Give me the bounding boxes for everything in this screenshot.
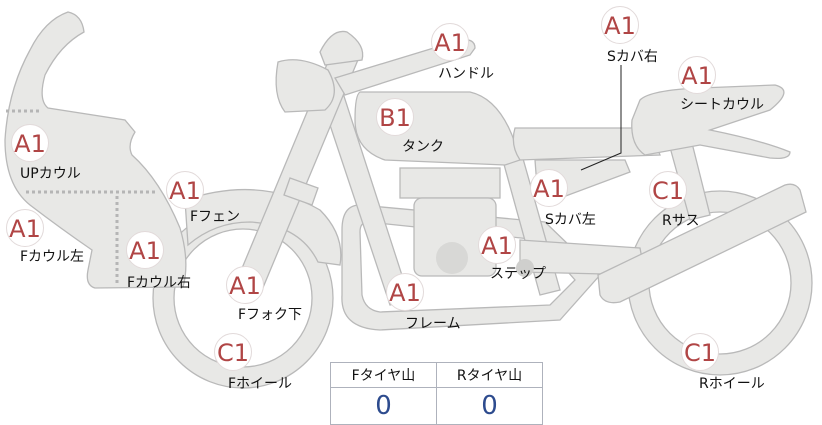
f-fender-grade-badge[interactable]: A1	[166, 171, 204, 209]
side-cover-right-grade-badge[interactable]: A1	[601, 6, 639, 44]
r-wheel-label: Rホイール	[699, 376, 765, 392]
r-suspension-label: Rサス	[662, 213, 700, 229]
side-cover-right-leader-line	[580, 65, 622, 171]
tank-label: タンク	[402, 139, 444, 155]
f-cowl-left-label: Fカウル左	[20, 249, 85, 265]
rear-tire-tread-header: Rタイヤ山	[436, 362, 543, 388]
side-cover-left-grade-badge[interactable]: A1	[530, 169, 568, 207]
rear-tire-tread-value[interactable]: 0	[436, 387, 543, 425]
side-cover-left-label: Sカバ左	[545, 212, 596, 228]
muffler-shape	[597, 183, 807, 304]
f-fork-lower-grade-badge[interactable]: A1	[226, 266, 264, 304]
f-cowl-left-grade-badge[interactable]: A1	[6, 209, 44, 247]
headlight-shape	[275, 59, 335, 113]
up-cowl-label: UPカウル	[20, 166, 81, 182]
frame-grade-badge[interactable]: A1	[386, 273, 424, 311]
f-cowl-right-grade-badge[interactable]: A1	[126, 231, 164, 269]
handle-grade-badge[interactable]: A1	[431, 23, 469, 61]
r-suspension-grade-badge[interactable]: C1	[649, 171, 687, 209]
handle-label: ハンドル	[438, 66, 494, 82]
seat-cowl-label: シートカウル	[680, 97, 764, 113]
f-cowl-right-label: Fカウル右	[127, 275, 192, 291]
f-wheel-grade-badge[interactable]: C1	[214, 333, 252, 371]
front-fender-shape	[184, 188, 342, 266]
tire-tread-table: Fタイヤ山 Rタイヤ山 0 0	[330, 362, 543, 425]
seat-shape	[512, 127, 661, 161]
r-wheel-grade-badge[interactable]: C1	[681, 333, 719, 371]
engine-shape	[399, 167, 501, 199]
seat-cowl-grade-badge[interactable]: A1	[678, 56, 716, 94]
f-fork-lower-label: Fフォク下	[238, 307, 303, 323]
f-wheel-label: Fホイール	[228, 376, 293, 392]
front-tire-tread-header: Fタイヤ山	[330, 362, 437, 388]
step-grade-badge[interactable]: A1	[478, 226, 516, 264]
up-cowl-grade-badge[interactable]: A1	[11, 124, 49, 162]
front-tire-tread-value[interactable]: 0	[330, 387, 437, 425]
frame-label: フレーム	[405, 316, 461, 332]
step-label: ステップ	[490, 266, 546, 282]
cowl-shape	[4, 11, 187, 289]
side-cover-right-label: Sカバ右	[607, 49, 658, 65]
f-fender-label: Fフェン	[190, 209, 241, 225]
tank-grade-badge[interactable]: B1	[376, 98, 414, 136]
